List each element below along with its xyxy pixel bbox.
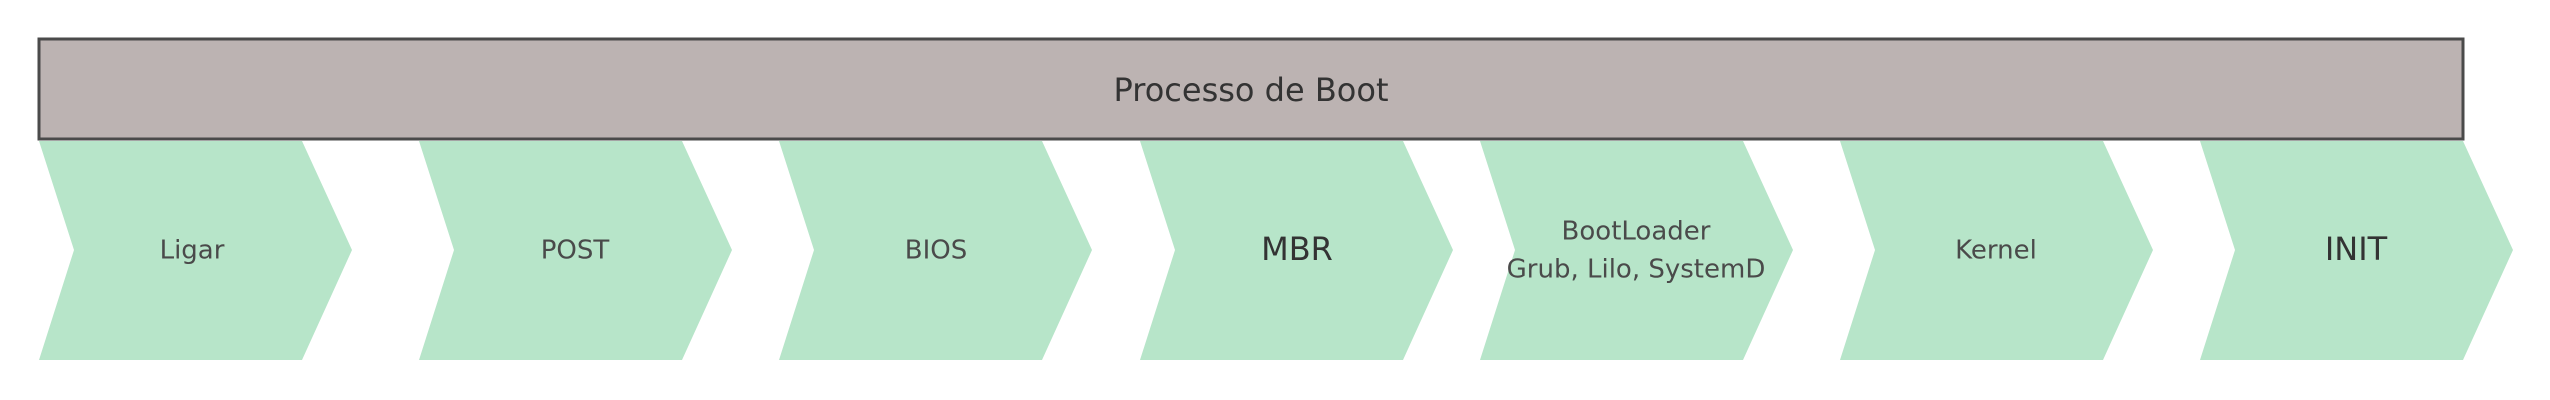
step-mbr: MBR <box>1140 141 1453 360</box>
step-mbr-chevron <box>1140 141 1453 360</box>
step-bios: BIOS <box>779 141 1092 360</box>
step-mbr-label: MBR <box>1261 230 1333 268</box>
step-init: INIT <box>2200 141 2513 360</box>
step-post-chevron <box>419 141 732 360</box>
step-init-label: INIT <box>2325 230 2388 268</box>
step-bootloader-chevron <box>1480 141 1793 360</box>
step-bootloader-label: BootLoader <box>1562 217 1711 247</box>
step-post-label: POST <box>541 236 610 266</box>
step-bootloader: BootLoader Grub, Lilo, SystemD <box>1480 141 1793 360</box>
diagram-title: Processo de Boot <box>1114 71 1389 109</box>
step-bios-chevron <box>779 141 1092 360</box>
step-kernel-label: Kernel <box>1955 236 2037 266</box>
title-bar <box>37 37 2465 141</box>
step-ligar-chevron <box>39 141 352 360</box>
step-init-chevron <box>2200 141 2513 360</box>
step-post: POST <box>419 141 732 360</box>
step-kernel: Kernel <box>1840 141 2153 360</box>
step-kernel-chevron <box>1840 141 2153 360</box>
step-ligar: Ligar <box>39 141 352 360</box>
step-ligar-label: Ligar <box>160 236 225 266</box>
step-bios-label: BIOS <box>905 236 967 266</box>
step-bootloader-sublabel: Grub, Lilo, SystemD <box>1507 255 1766 285</box>
